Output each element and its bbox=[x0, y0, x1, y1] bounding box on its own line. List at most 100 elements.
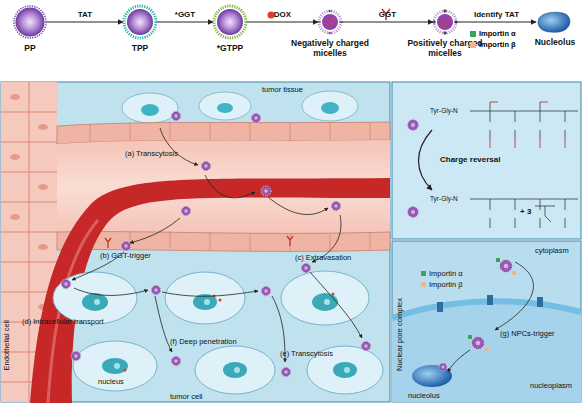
process-arrow bbox=[157, 21, 213, 22]
micelle-corona bbox=[124, 6, 156, 38]
nuclear-envelope bbox=[537, 297, 543, 307]
micelle-particles bbox=[181, 206, 191, 216]
blood-vessel bbox=[30, 178, 390, 403]
legend-swatch bbox=[470, 42, 476, 48]
annotation-label: (e) Transcytosis bbox=[280, 350, 333, 359]
lower-tumor-cells bbox=[281, 271, 369, 325]
panel-backgrounds bbox=[392, 241, 581, 402]
nuclear-envelope bbox=[496, 258, 500, 262]
lower-tumor-cells bbox=[223, 362, 247, 378]
endothelial-column bbox=[38, 244, 48, 250]
process-arrow bbox=[457, 21, 536, 22]
micelle-particles bbox=[301, 263, 311, 273]
lower-tumor-cells bbox=[53, 271, 383, 394]
micelle-node: Negatively charged micelles bbox=[318, 10, 342, 34]
chemical-structure bbox=[535, 206, 555, 222]
antibody-symbols bbox=[287, 236, 293, 246]
lower-tumor-cells bbox=[344, 367, 350, 373]
nucleolus-blob bbox=[538, 12, 570, 32]
tumor-tissue-cells bbox=[122, 91, 358, 123]
chemical-structure bbox=[470, 102, 578, 140]
lower-tumor-cells bbox=[324, 299, 330, 305]
annotation-label: Tyr-Gly-N bbox=[430, 195, 458, 204]
node-shape bbox=[318, 10, 342, 34]
nuclear-envelope bbox=[448, 350, 470, 372]
lower-tumor-cells bbox=[94, 299, 100, 305]
micelle-node: TPP bbox=[123, 5, 157, 39]
drug-dot bbox=[327, 24, 330, 27]
annotation-label: (f) Deep penetration bbox=[170, 338, 237, 347]
node-label: PP bbox=[0, 44, 60, 54]
chemical-structure bbox=[470, 199, 578, 228]
flow-arrows bbox=[74, 288, 148, 295]
panel-backgrounds bbox=[392, 82, 581, 239]
micelle-particles bbox=[281, 367, 291, 377]
annotation-label: (b) GGT-trigger bbox=[100, 252, 151, 261]
drug-dot bbox=[331, 23, 334, 26]
chemical-structure bbox=[407, 102, 578, 228]
micelle-particles bbox=[61, 111, 371, 377]
micelle-particles bbox=[71, 351, 81, 361]
nuclear-envelope bbox=[439, 363, 447, 371]
endothelial-column bbox=[10, 154, 20, 160]
micelle-corona bbox=[14, 6, 46, 38]
minus-sign bbox=[328, 11, 332, 12]
drug-dots bbox=[124, 12, 335, 372]
annotation-label: (c) Extravasation bbox=[295, 254, 351, 263]
node-shape bbox=[433, 10, 457, 34]
arrow-label: *GGT bbox=[175, 10, 195, 19]
nuclear-envelope bbox=[468, 335, 472, 339]
flow-arrows bbox=[130, 218, 180, 243]
annotation-label: (g) NPCs-trigger bbox=[500, 330, 555, 339]
minus-sign bbox=[317, 22, 321, 23]
micelle-particles bbox=[61, 279, 71, 289]
endothelial-column bbox=[38, 184, 48, 190]
nuclear-envelope bbox=[512, 271, 516, 275]
annotation-label: Endothelial cell bbox=[3, 320, 12, 370]
plus-sign bbox=[443, 9, 447, 13]
lower-tumor-cells bbox=[102, 358, 128, 374]
node-label: TPP bbox=[110, 44, 170, 54]
legend-entry: Importin β bbox=[470, 40, 516, 49]
process-arrow bbox=[47, 21, 123, 22]
endothelial-column bbox=[10, 214, 20, 220]
lower-tumor-cells bbox=[195, 346, 275, 394]
annotation-label: + 3 bbox=[520, 208, 531, 217]
minus-sign bbox=[339, 22, 343, 23]
annotation-label: Charge reversal bbox=[440, 156, 500, 165]
micelle-node: PP bbox=[13, 5, 47, 39]
process-arrow bbox=[247, 21, 318, 22]
micelle-corona bbox=[319, 11, 341, 33]
annotation-label: cytoplasm bbox=[535, 247, 569, 256]
chemical-structure bbox=[419, 130, 433, 190]
annotation-label: (a) Transcytosis bbox=[125, 150, 178, 159]
node-label: *GTPP bbox=[200, 44, 260, 54]
micelle-particles bbox=[261, 286, 271, 296]
antibody-symbols bbox=[105, 9, 390, 248]
blood-vessel bbox=[30, 121, 390, 403]
drug-dots bbox=[268, 12, 275, 19]
lower-tumor-cells bbox=[114, 363, 120, 369]
endothelial-column bbox=[10, 94, 20, 100]
micelle-node: *GTPP bbox=[213, 5, 247, 39]
plus-sign bbox=[443, 31, 447, 35]
tumor-tissue-cells bbox=[199, 92, 251, 120]
nuclear-envelope bbox=[487, 295, 493, 305]
lower-tumor-cells bbox=[73, 341, 157, 391]
micelle-core bbox=[437, 14, 453, 30]
annotation-label: tumor cell bbox=[170, 393, 203, 402]
micelle-node: Positively charged micelles bbox=[433, 10, 457, 34]
node-shape bbox=[213, 5, 247, 39]
lower-tumor-cells bbox=[333, 362, 357, 378]
micelle-corona bbox=[214, 6, 246, 38]
panel-backgrounds bbox=[1, 82, 390, 402]
node-shape bbox=[13, 5, 47, 39]
drug-dot bbox=[442, 24, 445, 27]
process-arrow bbox=[342, 21, 433, 22]
drug-dot bbox=[446, 23, 449, 26]
tumor-tissue-cells bbox=[141, 104, 159, 116]
nuclear-envelope bbox=[500, 260, 513, 273]
nuclear-envelope bbox=[421, 282, 426, 287]
node-label: Negatively charged micelles bbox=[290, 39, 370, 58]
